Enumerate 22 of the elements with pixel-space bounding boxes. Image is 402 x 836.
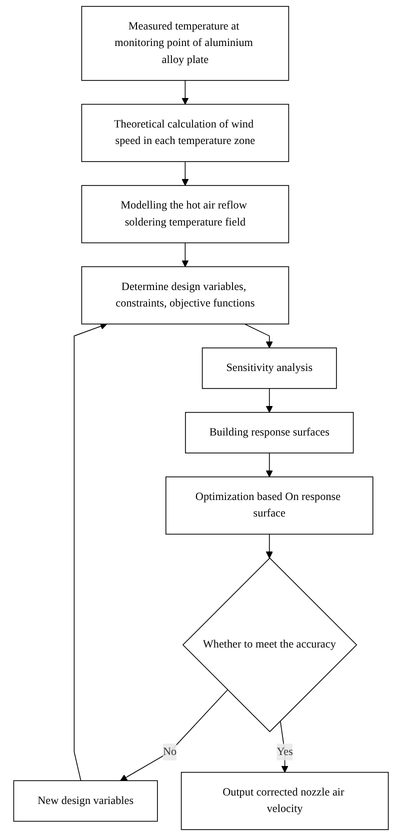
arrow <box>266 534 273 558</box>
edge-label: No <box>162 746 177 758</box>
arrow <box>244 324 273 348</box>
edge-label: Yes <box>276 746 293 758</box>
node-diamond: Whether to meet the accuracy <box>182 558 358 732</box>
node-box: New design variables <box>13 780 158 822</box>
node-box: Measured temperature at monitoring point of aluminium alloy plate <box>81 6 290 81</box>
arrow <box>182 161 189 186</box>
arrow <box>182 80 189 105</box>
arrow <box>280 720 288 773</box>
arrow <box>266 388 273 413</box>
node-box: Output corrected nozzle air velocity <box>180 772 389 830</box>
node-box: Building response surfaces <box>185 412 354 454</box>
node-box: Modelling the hot air reflow soldering temperature field <box>81 185 290 244</box>
arrow <box>74 322 108 782</box>
arrow <box>120 689 228 781</box>
node-box: Determine design variables, constraints, objective functions <box>81 266 290 324</box>
arrow <box>182 242 189 267</box>
node-box: Optimization based On response surface <box>165 476 374 535</box>
node-box: Sensitivity analysis <box>202 348 337 389</box>
arrow <box>266 452 273 478</box>
node-box: Theoretical calculation of wind speed in each temperature zone <box>81 104 290 162</box>
